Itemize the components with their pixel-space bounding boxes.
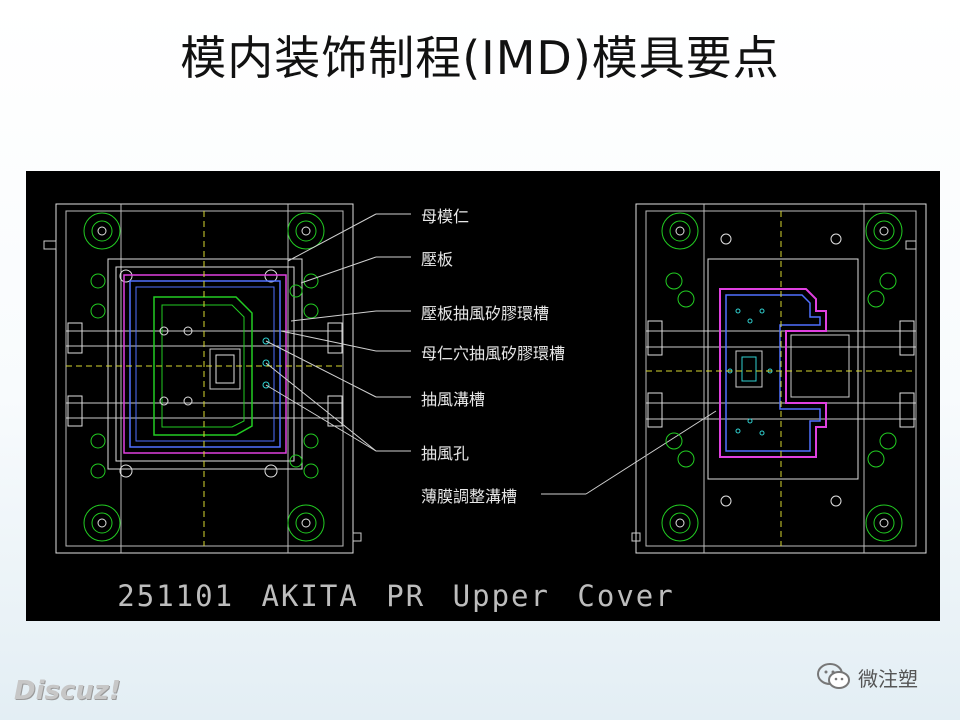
callout-vent-channel: 抽風溝槽 [421,390,486,409]
left-mold-plate [43,203,362,554]
mold-drawing [43,203,927,554]
callout-film-adjust-groove: 薄膜調整溝槽 [421,487,518,506]
discuz-watermark: Discuz! [14,676,121,706]
slide-title: 模内装饰制程(IMD)模具要点 [180,31,780,85]
wechat-account-name: 微注塑 [858,666,918,691]
callout-vent-hole: 抽風孔 [421,444,470,463]
wechat-watermark: 微注塑 [816,662,918,692]
callout-cavity-vent-silicone-groove: 母仁穴抽風矽膠環槽 [421,344,566,363]
cad-drawing-panel: 母模仁 壓板 壓板抽風矽膠環槽 母仁穴抽風矽膠環槽 抽風溝槽 抽風孔 薄膜調整溝… [26,171,940,621]
callout-leaders [265,213,717,495]
right-mold-plate [631,203,927,554]
callout-plate-vent-silicone-groove: 壓板抽風矽膠環槽 [421,304,550,323]
wechat-icon [817,663,850,689]
callout-cavity-insert: 母模仁 [421,207,470,226]
callout-pressure-plate: 壓板 [421,250,454,269]
drawing-caption: 251101 AKITA PR Upper Cover [117,579,675,613]
